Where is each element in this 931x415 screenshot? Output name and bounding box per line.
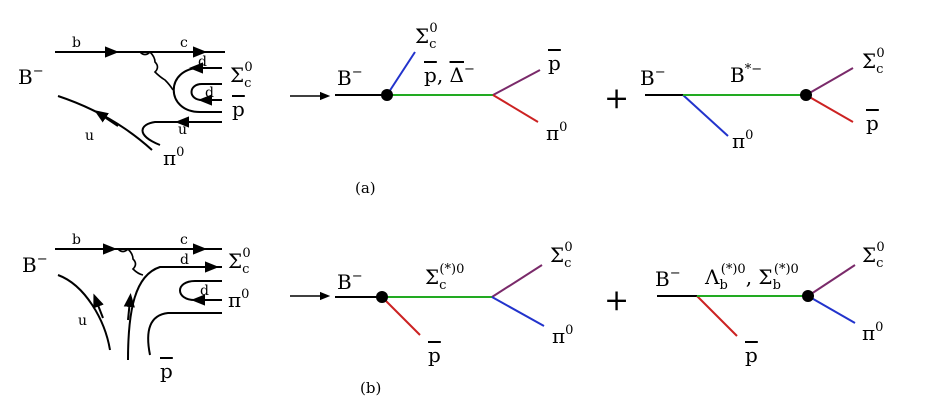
label-pbar-b2: p — [745, 343, 758, 367]
label-propagator-a1: p, Δ− — [424, 62, 475, 87]
line-sigma-out-b2 — [807, 264, 856, 297]
quark-line-u-pair — [141, 121, 222, 146]
label-propagator-b1: Σc(*)0 — [425, 262, 464, 293]
quark-diagram-a — [55, 46, 225, 151]
label-pi-a2: π0 — [732, 128, 753, 153]
label-quark-b-a: b — [72, 35, 81, 51]
feynman-diagram-b1 — [335, 264, 545, 336]
label-out-pbar-b: p — [160, 359, 173, 383]
line-sigma-out-a2 — [805, 67, 854, 96]
feynman-diagram-a1 — [335, 51, 541, 123]
label-quark-u1-a: u — [85, 128, 94, 144]
label-sigma-a2: Σc0 — [862, 46, 885, 77]
label-out-pi-b: π0 — [228, 287, 249, 312]
label-B-a2: B− — [640, 65, 666, 90]
feynman-diagram-b1-labels: B− Σc(*)0 p Σc0 π0 — [337, 240, 573, 367]
label-pbar-a1: p — [548, 51, 561, 75]
label-out-pbar-a: p — [232, 97, 245, 121]
label-pi-b1: π0 — [552, 323, 573, 348]
line-pbar-out-a1 — [492, 69, 541, 96]
label-out-pi-a: π0 — [163, 145, 184, 170]
label-quark-d2-b: d — [200, 283, 209, 299]
vertex-a1 — [381, 89, 393, 101]
vertex-a2 — [800, 89, 812, 101]
label-B-b1: B− — [337, 269, 363, 294]
quark-arrow-u-b — [93, 293, 104, 319]
label-quark-d1-a: d — [198, 54, 207, 70]
label-quark-d2-a: d — [205, 85, 214, 101]
line-pbar-out-b2 — [696, 295, 738, 337]
caption-b: (b) — [360, 379, 381, 397]
quark-line-d-outer — [172, 67, 222, 113]
quark-line-u-spectator — [57, 95, 153, 151]
label-pi-a1: π0 — [546, 120, 567, 145]
line-pbar-out-a2 — [805, 94, 854, 123]
line-pbar-out-b1 — [381, 296, 421, 336]
label-propagator-b2: Λb(*)0, Σb(*)0 — [704, 262, 799, 293]
quark-arrow-u-spectator — [94, 110, 119, 127]
label-B-initial-a: B− — [18, 64, 44, 89]
quark-arrow-d-b — [123, 293, 135, 321]
plus-sign-a: + — [604, 81, 629, 116]
line-pi-out-b1 — [491, 296, 545, 327]
feynman-diagram-a1-labels: B− Σc0 p, Δ− p π0 — [337, 21, 567, 145]
plus-sign-b: + — [604, 283, 629, 318]
label-quark-c-b: c — [180, 232, 188, 248]
vertex-b1 — [376, 291, 388, 303]
label-quark-b-b: b — [72, 232, 81, 248]
label-sigma-a1: Σc0 — [415, 21, 438, 52]
label-quark-u2-a: u — [178, 122, 187, 138]
label-pi-b2: π0 — [862, 320, 883, 345]
quark-line-pair-b — [147, 312, 222, 356]
vertex-b2 — [802, 290, 814, 302]
quark-line-u-b — [57, 274, 111, 351]
w-boson-wavy-b — [117, 247, 144, 276]
label-B-a1: B− — [337, 65, 363, 90]
quark-diagram-b — [55, 243, 222, 361]
label-pbar-b1: p — [428, 343, 441, 367]
label-quark-u-b: u — [78, 313, 87, 329]
label-pbar-a2: p — [866, 111, 879, 135]
quark-diagram-b-labels: B− b c d d u Σc0 π0 p — [22, 232, 251, 383]
label-quark-d1-b: d — [180, 252, 189, 268]
label-sigma-b1: Σc0 — [550, 240, 573, 271]
w-boson-wavy — [139, 50, 174, 91]
line-pi-out-a2 — [682, 94, 729, 137]
line-sigma-out-a1 — [386, 51, 416, 96]
label-sigma-b2: Σc0 — [862, 240, 885, 271]
label-out-sigma-b: Σc0 — [228, 246, 251, 277]
line-sigma-out-b1 — [491, 264, 543, 298]
line-pi-out-b2 — [807, 295, 856, 324]
caption-a: (a) — [355, 179, 376, 197]
panel-b: B− b c d d u Σc0 π0 p B− Σc(*)0 p Σc0 — [22, 232, 885, 397]
label-B-b2: B− — [655, 266, 681, 291]
feynman-diagram-b2-labels: B− Λb(*)0, Σb(*)0 p Σc0 π0 — [655, 240, 885, 367]
quark-line-d-b — [127, 266, 222, 361]
feynman-diagram-a2-labels: B− B*− π0 Σc0 p — [640, 46, 885, 153]
quark-diagram-a-labels: B− b c d d u u Σc0 p π0 — [18, 35, 253, 170]
feynman-diagram-b2 — [657, 264, 856, 337]
panel-a: B− b c d d u u Σc0 p π0 B− Σc0 p, Δ− — [18, 21, 885, 197]
label-propagator-a2: B*− — [730, 62, 762, 87]
feynman-diagram-a2 — [645, 67, 854, 137]
line-pi-out-a1 — [492, 94, 539, 123]
label-out-sigma-a: Σc0 — [230, 60, 253, 91]
label-quark-c-a: c — [180, 35, 188, 51]
label-B-initial-b: B− — [22, 252, 48, 277]
